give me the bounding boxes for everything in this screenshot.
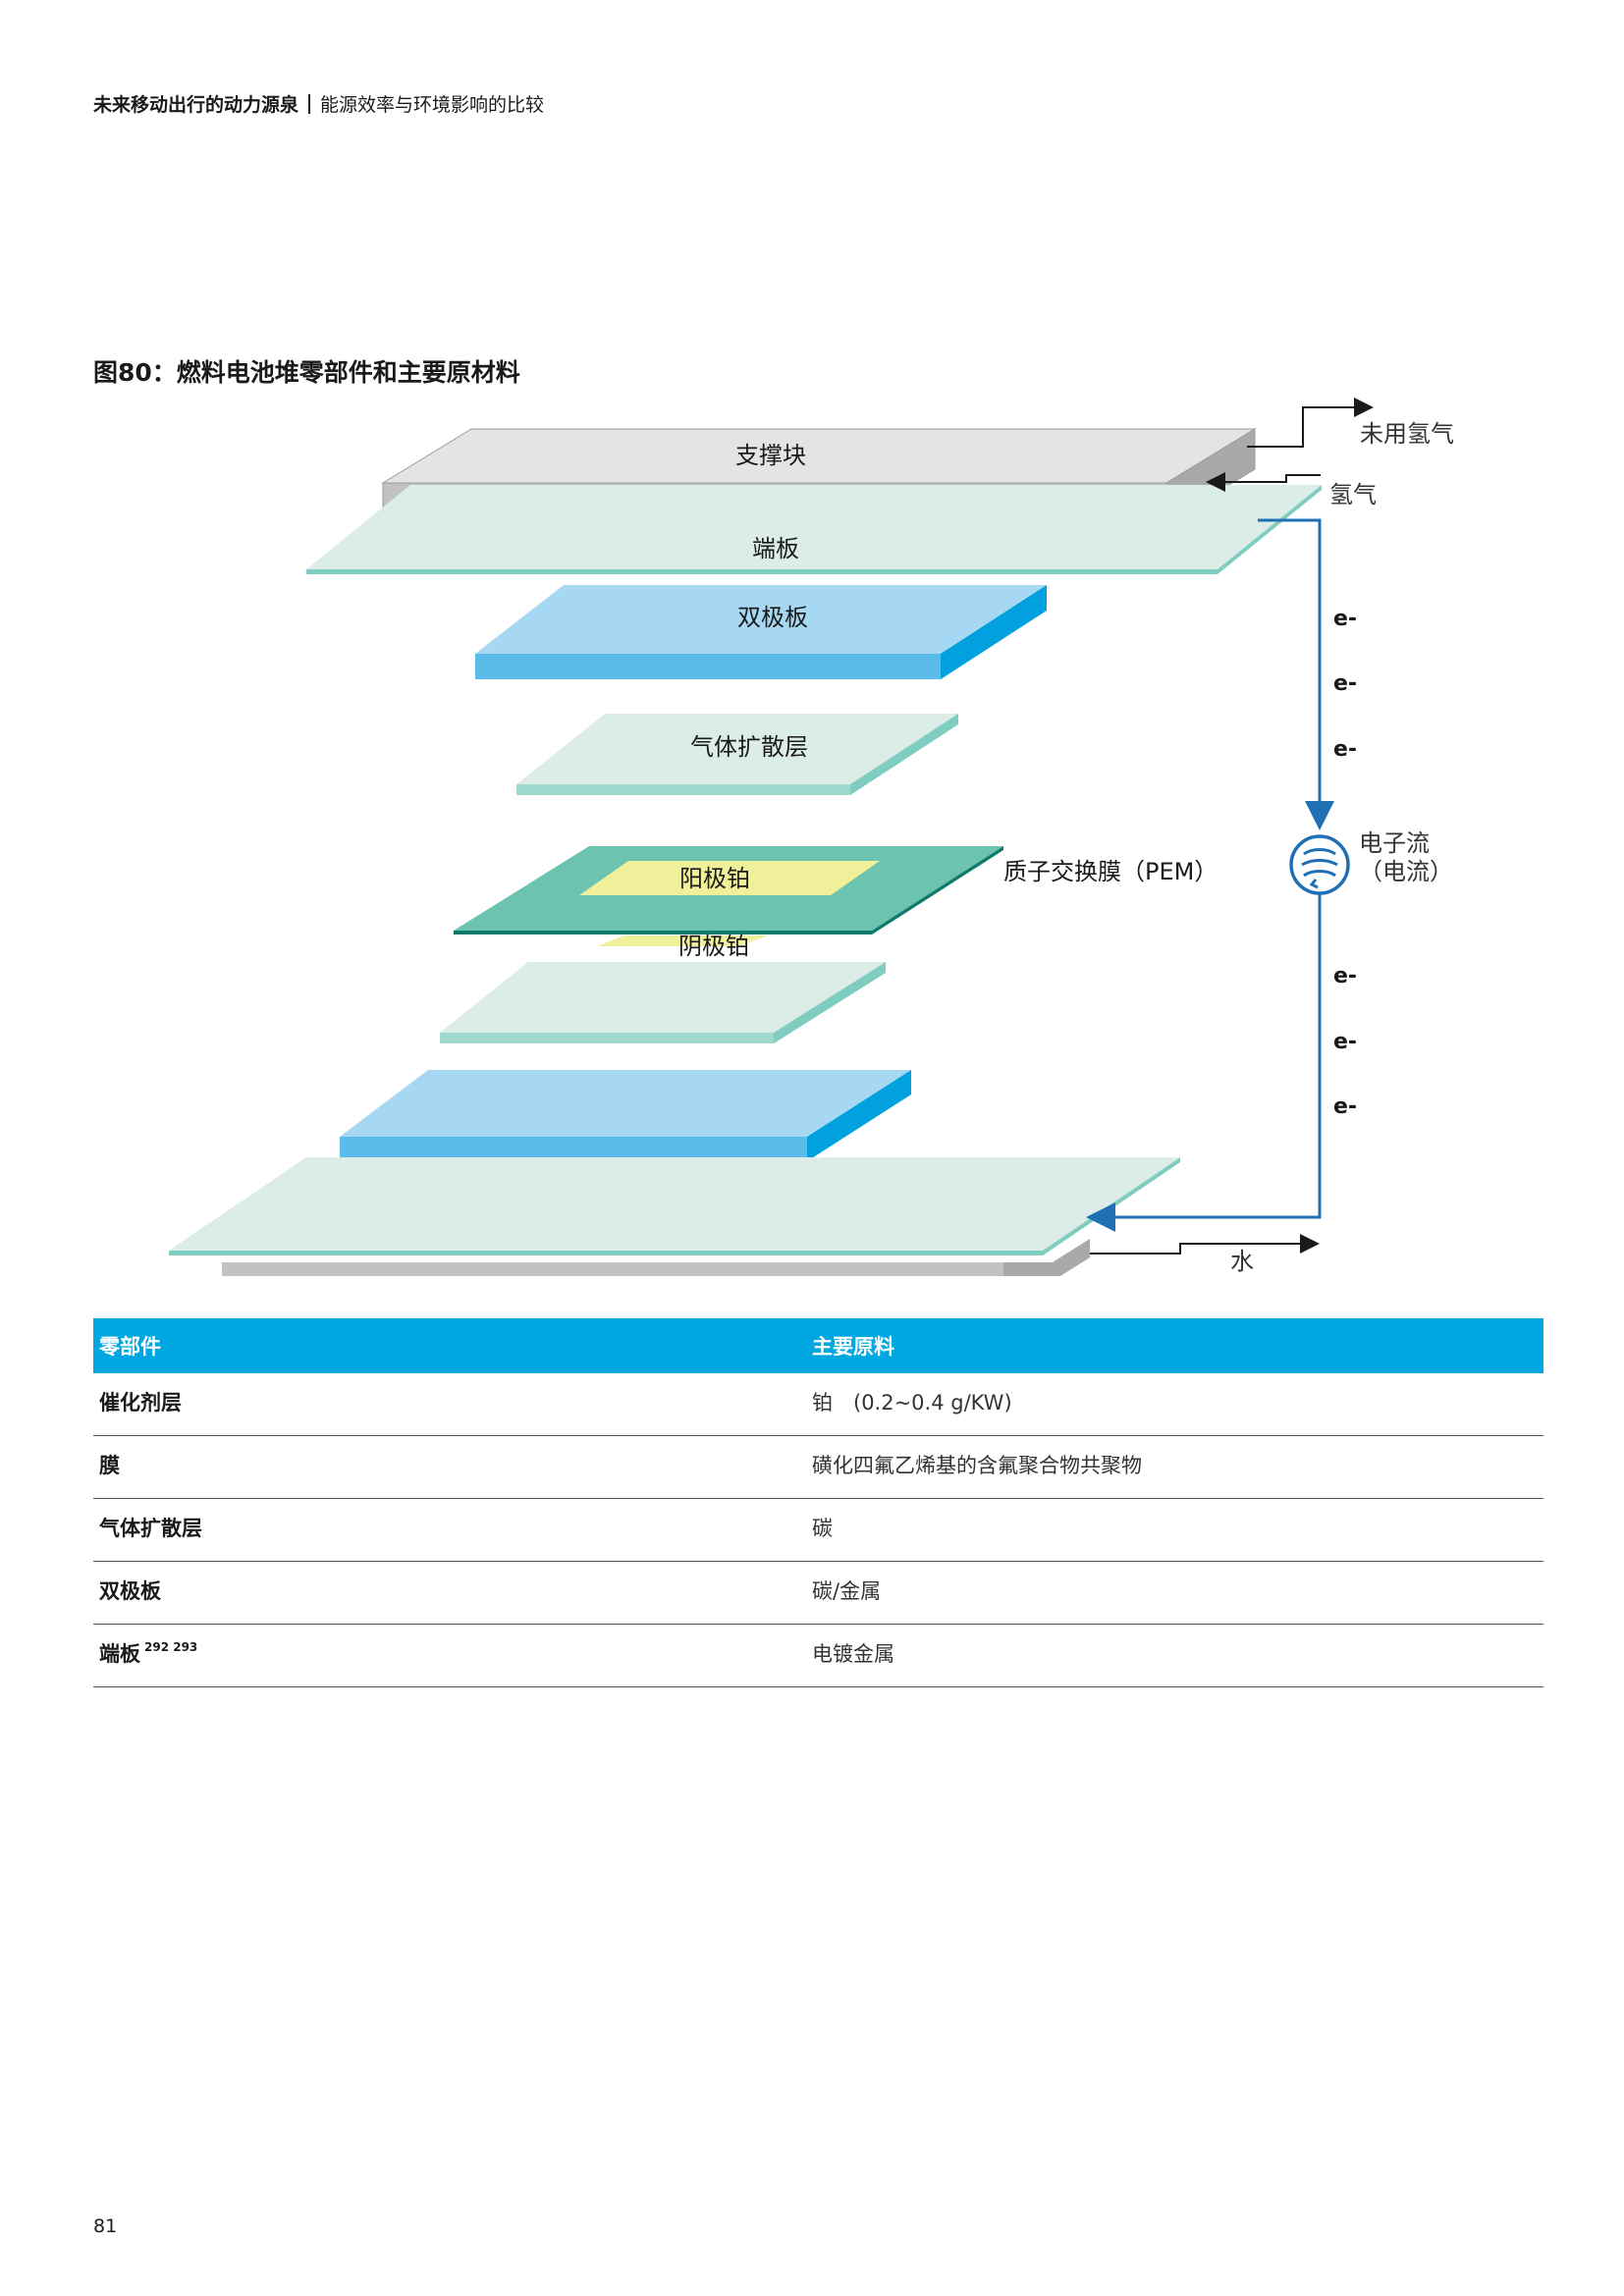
report-title: 未来移动出行的动力源泉 bbox=[93, 94, 299, 116]
part-cell: 双极板 bbox=[99, 1579, 161, 1603]
material-cell: 电镀金属 bbox=[812, 1642, 894, 1666]
part-cell: 催化剂层 bbox=[99, 1391, 182, 1415]
part-cell: 膜 bbox=[99, 1454, 120, 1477]
header-divider bbox=[308, 94, 311, 114]
pem-label: 质子交换膜（PEM） bbox=[1003, 858, 1218, 885]
table-row: 膜 磺化四氟乙烯基的含氟聚合物共聚物 bbox=[93, 1436, 1543, 1499]
electron-symbol: e- bbox=[1333, 964, 1357, 988]
table-row: 端板 292 293 电镀金属 bbox=[93, 1625, 1543, 1687]
gas-diffusion-layer-label: 气体扩散层 bbox=[690, 733, 808, 761]
running-header: 未来移动出行的动力源泉能源效率与环境影响的比较 bbox=[93, 90, 544, 117]
unused-hydrogen-label: 未用氢气 bbox=[1360, 420, 1454, 448]
part-name: 端板 bbox=[99, 1642, 140, 1666]
electron-symbol: e- bbox=[1333, 1030, 1357, 1054]
water-label: 水 bbox=[1230, 1248, 1254, 1275]
table-header: 零部件 主要原料 bbox=[93, 1318, 1543, 1373]
gas-diffusion-layer-top: 气体扩散层 bbox=[516, 714, 958, 795]
bipolar-plate-top: 双极板 bbox=[475, 585, 1047, 679]
current-label: （电流） bbox=[1359, 858, 1453, 885]
gas-diffusion-layer-bottom bbox=[440, 962, 886, 1043]
footnote-reference[interactable]: 292 293 bbox=[144, 1640, 198, 1654]
components-materials-table: 零部件 主要原料 催化剂层 铂 (0.2~0.4 g/KW) 膜 磺化四氟乙烯基… bbox=[93, 1318, 1543, 1687]
cathode-platinum-label: 阴极铂 bbox=[678, 933, 749, 960]
table-row: 双极板 碳/金属 bbox=[93, 1562, 1543, 1625]
electron-symbol: e- bbox=[1333, 737, 1357, 762]
electron-symbol: e- bbox=[1333, 671, 1357, 696]
part-cell: 气体扩散层 bbox=[99, 1517, 202, 1540]
electron-flow-label: 电子流 bbox=[1359, 829, 1430, 857]
table-row: 催化剂层 铂 (0.2~0.4 g/KW) bbox=[93, 1373, 1543, 1436]
material-cell: 碳 bbox=[812, 1517, 833, 1540]
column-header-material: 主要原料 bbox=[812, 1335, 894, 1359]
support-block-label: 支撑块 bbox=[735, 442, 806, 469]
hydrogen-flow: 未用氢气 氢气 bbox=[1206, 398, 1454, 508]
electron-flow-icon bbox=[1289, 834, 1350, 895]
column-header-part: 零部件 bbox=[99, 1335, 161, 1359]
report-subtitle: 能源效率与环境影响的比较 bbox=[320, 94, 545, 116]
material-cell: 碳/金属 bbox=[812, 1579, 882, 1603]
figure-title: 图80：燃料电池堆零部件和主要原材料 bbox=[93, 358, 520, 387]
hydrogen-label: 氢气 bbox=[1329, 481, 1377, 508]
table-row: 气体扩散层 碳 bbox=[93, 1499, 1543, 1562]
top-end-plate: 端板 bbox=[306, 485, 1322, 574]
material-cell: 铂 (0.2~0.4 g/KW) bbox=[812, 1391, 1012, 1415]
pem-membrane: 阳极铂 阴极铂 质子交换膜（PEM） bbox=[454, 846, 1218, 960]
part-cell: 端板 292 293 bbox=[93, 1638, 812, 1668]
bottom-end-plate bbox=[169, 1157, 1180, 1281]
water-outflow: 水 bbox=[1090, 1234, 1320, 1275]
electron-symbol: e- bbox=[1333, 1095, 1357, 1119]
bipolar-plate-label: 双极板 bbox=[737, 604, 808, 631]
bipolar-plate-bottom bbox=[340, 1070, 911, 1161]
fuel-cell-stack-diagram: 支撑块 端板 双极板 气体扩散层 bbox=[0, 393, 1624, 1281]
material-cell: 磺化四氟乙烯基的含氟聚合物共聚物 bbox=[812, 1454, 1142, 1477]
electron-symbol: e- bbox=[1333, 607, 1357, 631]
electron-circuit: 电子流 （电流） e- e- e- e- e- e- bbox=[1086, 518, 1453, 1232]
page-number: 81 bbox=[93, 2216, 118, 2237]
anode-platinum-label: 阳极铂 bbox=[679, 865, 750, 892]
end-plate-label: 端板 bbox=[752, 535, 799, 562]
